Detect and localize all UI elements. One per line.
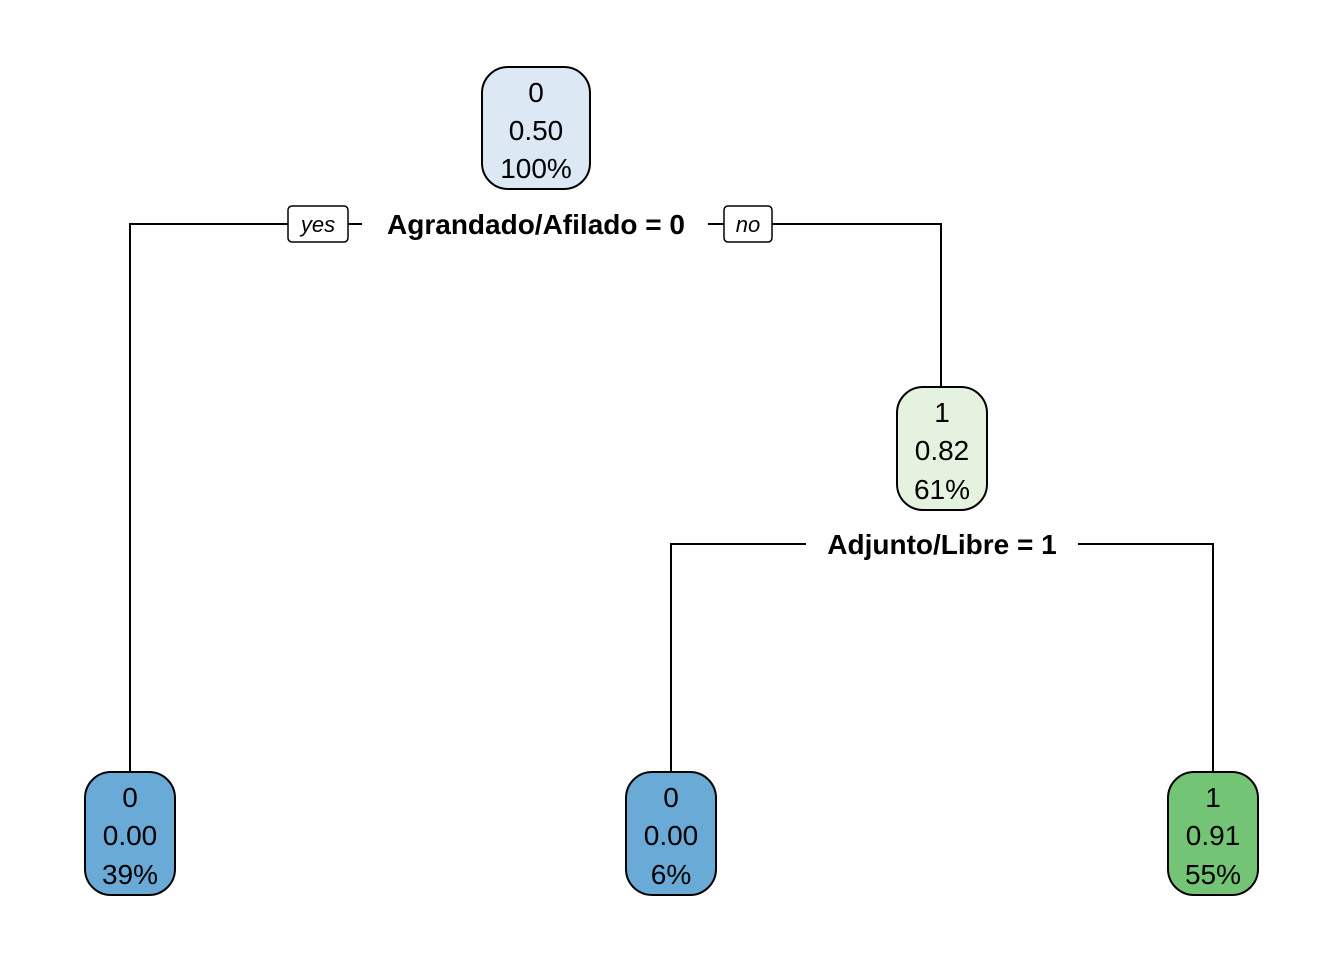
leaf-right-pct: 55%	[1185, 859, 1241, 890]
leaf-left-box	[84, 771, 176, 896]
root-node-pct: 100%	[500, 153, 572, 184]
root-split-label: Agrandado/Afilado = 0	[387, 209, 685, 240]
no-label: no	[723, 205, 773, 243]
edge-root-to-node-right	[772, 223, 942, 387]
no-label-box	[723, 205, 773, 243]
node-right-box	[896, 386, 988, 511]
root-node: 0 0.50 100%	[481, 66, 591, 190]
edge-node-right-to-leaf-right	[1078, 543, 1214, 772]
leaf-left-pct: 39%	[102, 859, 158, 890]
leaf-mid-class: 0	[663, 782, 679, 813]
node-right-pct: 61%	[914, 474, 970, 505]
leaf-right-prob: 0.91	[1186, 820, 1241, 851]
leaf-right-class: 1	[1205, 782, 1221, 813]
leaf-left: 0 0.00 39%	[84, 771, 176, 896]
leaf-left-prob: 0.00	[103, 820, 158, 851]
yes-label-text: yes	[299, 212, 335, 237]
leaf-mid: 0 0.00 6%	[625, 771, 717, 896]
node-right-prob: 0.82	[915, 435, 970, 466]
root-node-class: 0	[528, 77, 544, 108]
leaf-left-class: 0	[122, 782, 138, 813]
node-right-split-label: Adjunto/Libre = 1	[827, 529, 1056, 560]
yes-label-box	[287, 205, 349, 243]
root-node-prob: 0.50	[509, 115, 564, 146]
node-right-split-edges	[670, 543, 1214, 772]
yes-label: yes	[287, 205, 349, 243]
leaf-mid-box	[625, 771, 717, 896]
leaf-mid-pct: 6%	[651, 859, 691, 890]
node-right: 1 0.82 61%	[896, 386, 988, 511]
root-split-edges	[129, 223, 942, 772]
edge-node-right-to-leaf-mid	[670, 543, 806, 772]
edge-root-to-leaf-left	[129, 223, 288, 772]
leaf-right-box	[1167, 771, 1259, 896]
leaf-right: 1 0.91 55%	[1167, 771, 1259, 896]
no-label-text: no	[736, 212, 760, 237]
root-node-box	[481, 66, 591, 190]
leaf-mid-prob: 0.00	[644, 820, 699, 851]
node-right-class: 1	[934, 397, 950, 428]
